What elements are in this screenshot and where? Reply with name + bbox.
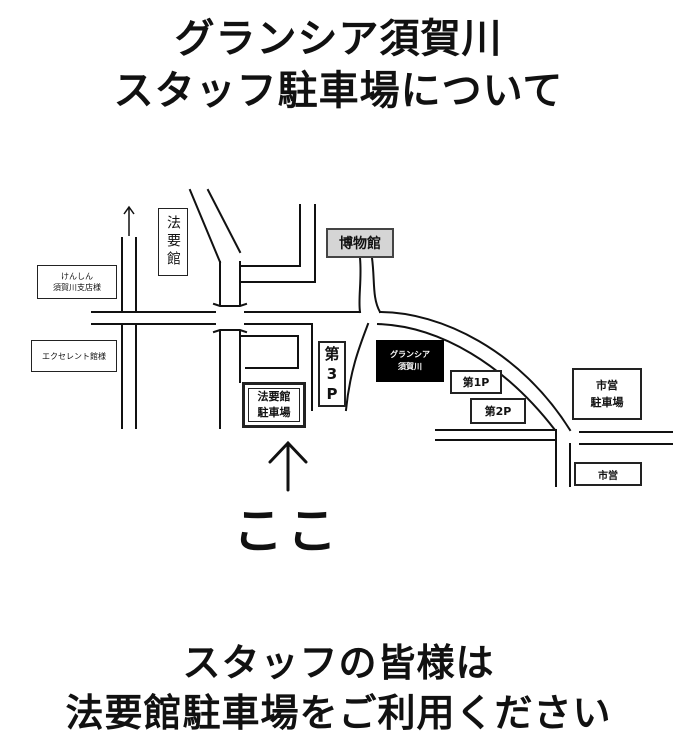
building-museum: 博物館 [326, 228, 394, 258]
building-excellent-label: エクセレント館様 [42, 351, 106, 361]
parking-1p: 第1P [450, 370, 502, 394]
road-edge-museum-west [358, 256, 362, 314]
road-edge-museum-east [370, 256, 382, 314]
building-kenshin-label-2: 須賀川支店様 [53, 283, 101, 292]
parking-houyoukan: 法要館 駐車場 [242, 382, 306, 428]
footer-message-line-1: スタッフの皆様は [182, 641, 495, 685]
road-edge-block [239, 335, 299, 369]
building-gransia-label-2: 須賀川 [398, 362, 422, 371]
building-excellent-hall: エクセレント館様 [31, 340, 117, 372]
parking-houyoukan-label-2: 駐車場 [257, 406, 291, 419]
parking-3p-label-1: 第 [324, 345, 340, 363]
road-edge-diagonal-west [188, 188, 222, 264]
parking-2p-label: 第2P [484, 405, 512, 418]
building-city-label: 市営 [598, 470, 618, 482]
page-title-line-2: スタッフ駐車場について [113, 68, 564, 114]
bridge-mark-top [212, 302, 248, 307]
building-kenshin-bank: けんしん 須賀川支店様 [37, 265, 117, 299]
road-edge-lower [435, 439, 673, 445]
parking-city-label-2: 駐車場 [590, 396, 624, 409]
arrow-up-icon [268, 440, 308, 492]
arrow-up-icon [123, 205, 135, 236]
building-houyoukan: 法要館 [158, 208, 188, 276]
building-city: 市営 [574, 462, 642, 486]
road-edge-main-top [91, 310, 673, 433]
building-gransia-sukagawa: グランシア 須賀川 [376, 340, 444, 382]
parking-houyoukan-label-1: 法要館 [257, 390, 291, 403]
bridge-mark-bottom [212, 329, 248, 334]
road-edge-diagonal-east [206, 188, 242, 254]
parking-city-label-1: 市営 [596, 379, 618, 392]
parking-2p: 第2P [470, 398, 526, 424]
road-edge-main-bottom [91, 322, 558, 431]
page-title-line-1: グランシア須賀川 [174, 16, 503, 62]
parking-city: 市営 駐車場 [572, 368, 642, 420]
footer-message-line-2: 法要館駐車場をご利用ください [65, 691, 612, 735]
parking-3p-label-2: 3 [326, 365, 338, 383]
parking-3p-label-3: P [326, 385, 338, 403]
building-gransia-label-1: グランシア [390, 350, 430, 359]
building-kenshin-label-1: けんしん [61, 272, 93, 281]
road-edge-p3-east [344, 322, 370, 412]
building-houyoukan-label: 法要館 [165, 215, 181, 269]
parking-1p-label: 第1P [462, 376, 490, 389]
parking-3p: 第 3 P [318, 341, 346, 407]
here-label: ここ [233, 502, 341, 560]
building-museum-label: 博物館 [339, 236, 381, 252]
road-edge-upper-right [239, 204, 316, 283]
